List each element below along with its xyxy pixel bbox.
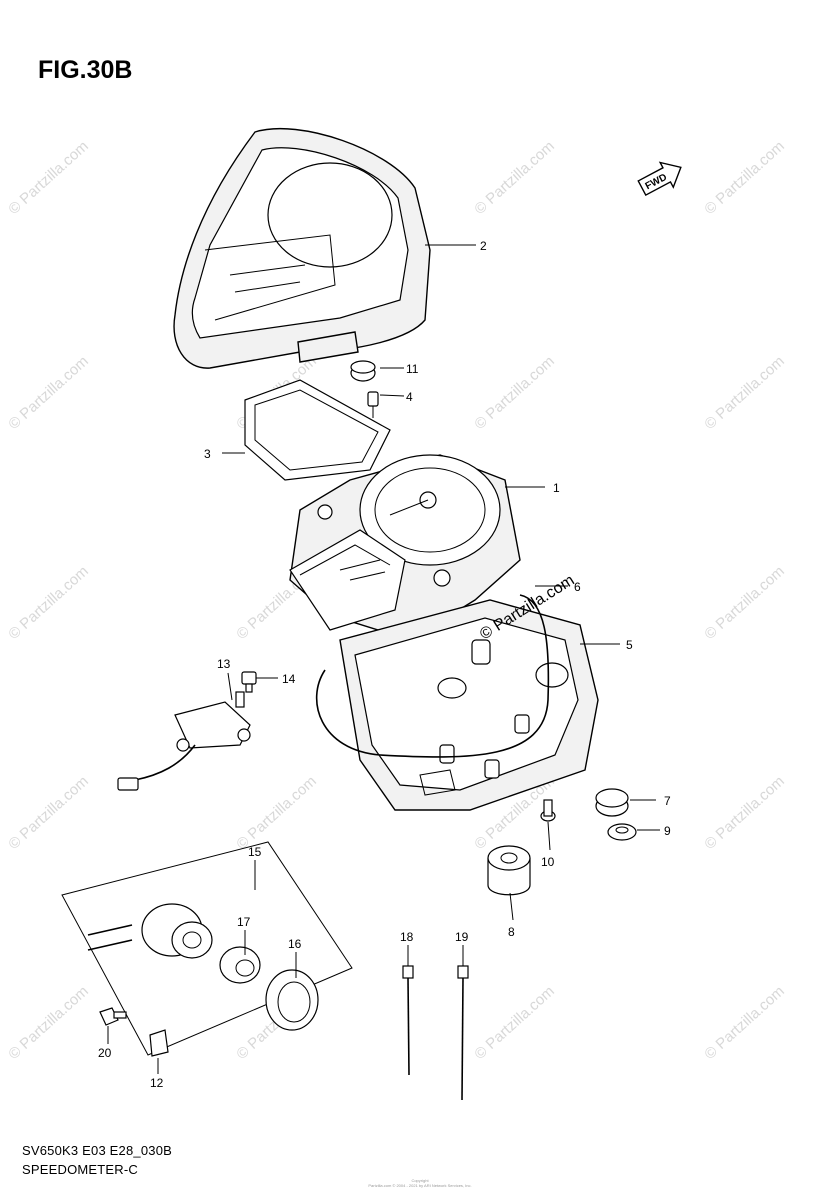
screw-part-20 xyxy=(99,1007,127,1026)
cushion-large-part xyxy=(487,845,531,896)
watermark: © Partzilla.com xyxy=(233,773,319,853)
callout-label: 16 xyxy=(288,937,302,951)
collar-part xyxy=(607,823,637,841)
forward-arrow-icon: FWD xyxy=(637,161,682,197)
callout-label: 11 xyxy=(406,362,419,376)
watermark: © Partzilla.com xyxy=(5,983,91,1063)
lens-panel-part xyxy=(244,379,391,481)
callout-labels: 2 11 4 3 1 6 5 7 9 10 8 13 14 15 17 16 1… xyxy=(98,239,671,1090)
cable-tie-part-long xyxy=(457,965,469,1101)
speedometer-gear-set xyxy=(61,841,353,1056)
watermark: © Partzilla.com xyxy=(701,983,787,1063)
callout-label: 10 xyxy=(541,855,555,869)
meter-assembly-part xyxy=(289,454,521,641)
callout-label: 19 xyxy=(455,930,469,944)
callout-label: 5 xyxy=(626,638,633,652)
watermark: © Partzilla.com xyxy=(701,353,787,433)
watermark: © Partzilla.com xyxy=(471,353,557,433)
clip-part xyxy=(149,1029,169,1057)
callout-label: 13 xyxy=(217,657,231,671)
meter-case-part xyxy=(339,599,599,811)
callout-label: 2 xyxy=(480,239,487,253)
callout-label: 18 xyxy=(400,930,414,944)
callout-label: 15 xyxy=(248,845,262,859)
callout-label: 17 xyxy=(237,915,251,929)
section-name: SPEEDOMETER-C xyxy=(22,1162,139,1177)
callout-label: 4 xyxy=(406,390,413,404)
wire-harness-part xyxy=(315,594,550,758)
leader-lines xyxy=(107,244,660,1074)
cable-tie-part xyxy=(402,965,414,1076)
copyright-notice: Copyright Partzilla.com © 2004 - 2021 by… xyxy=(340,1178,500,1188)
callout-label: 3 xyxy=(204,447,211,461)
cushion-part xyxy=(595,788,629,817)
watermark: © Partzilla.com xyxy=(5,138,91,218)
callout-label: 14 xyxy=(282,672,296,686)
watermark: © Partzilla.com xyxy=(471,983,557,1063)
callout-label: 20 xyxy=(98,1046,112,1060)
copyright-line-2: Partzilla.com © 2004 - 2021 by ARI Netwo… xyxy=(368,1183,472,1188)
grommet-part xyxy=(350,360,376,382)
copyright-line-1: Copyright xyxy=(411,1178,429,1183)
sensor-part xyxy=(117,691,251,791)
callout-label: 6 xyxy=(574,580,581,594)
model-code: SV650K3 E03 E28_030B xyxy=(22,1143,173,1158)
bolt-part xyxy=(540,799,556,822)
watermark: © Partzilla.com xyxy=(5,353,91,433)
figure-title: FIG.30B xyxy=(38,56,133,84)
watermark: © Partzilla.com xyxy=(701,563,787,643)
callout-label: 8 xyxy=(508,925,515,939)
watermark: © Partzilla.com xyxy=(701,773,787,853)
callout-label: 1 xyxy=(553,481,560,495)
callout-label: 12 xyxy=(150,1076,164,1090)
watermark: © Partzilla.com xyxy=(5,773,91,853)
callout-label: 7 xyxy=(664,794,671,808)
watermark: © Partzilla.com xyxy=(471,138,557,218)
bolt-small-part xyxy=(241,671,257,693)
meter-cover-part xyxy=(173,127,431,369)
screw-part xyxy=(367,391,379,418)
callout-label: 9 xyxy=(664,824,671,838)
watermark: © Partzilla.com xyxy=(701,138,787,218)
watermark: © Partzilla.com xyxy=(5,563,91,643)
